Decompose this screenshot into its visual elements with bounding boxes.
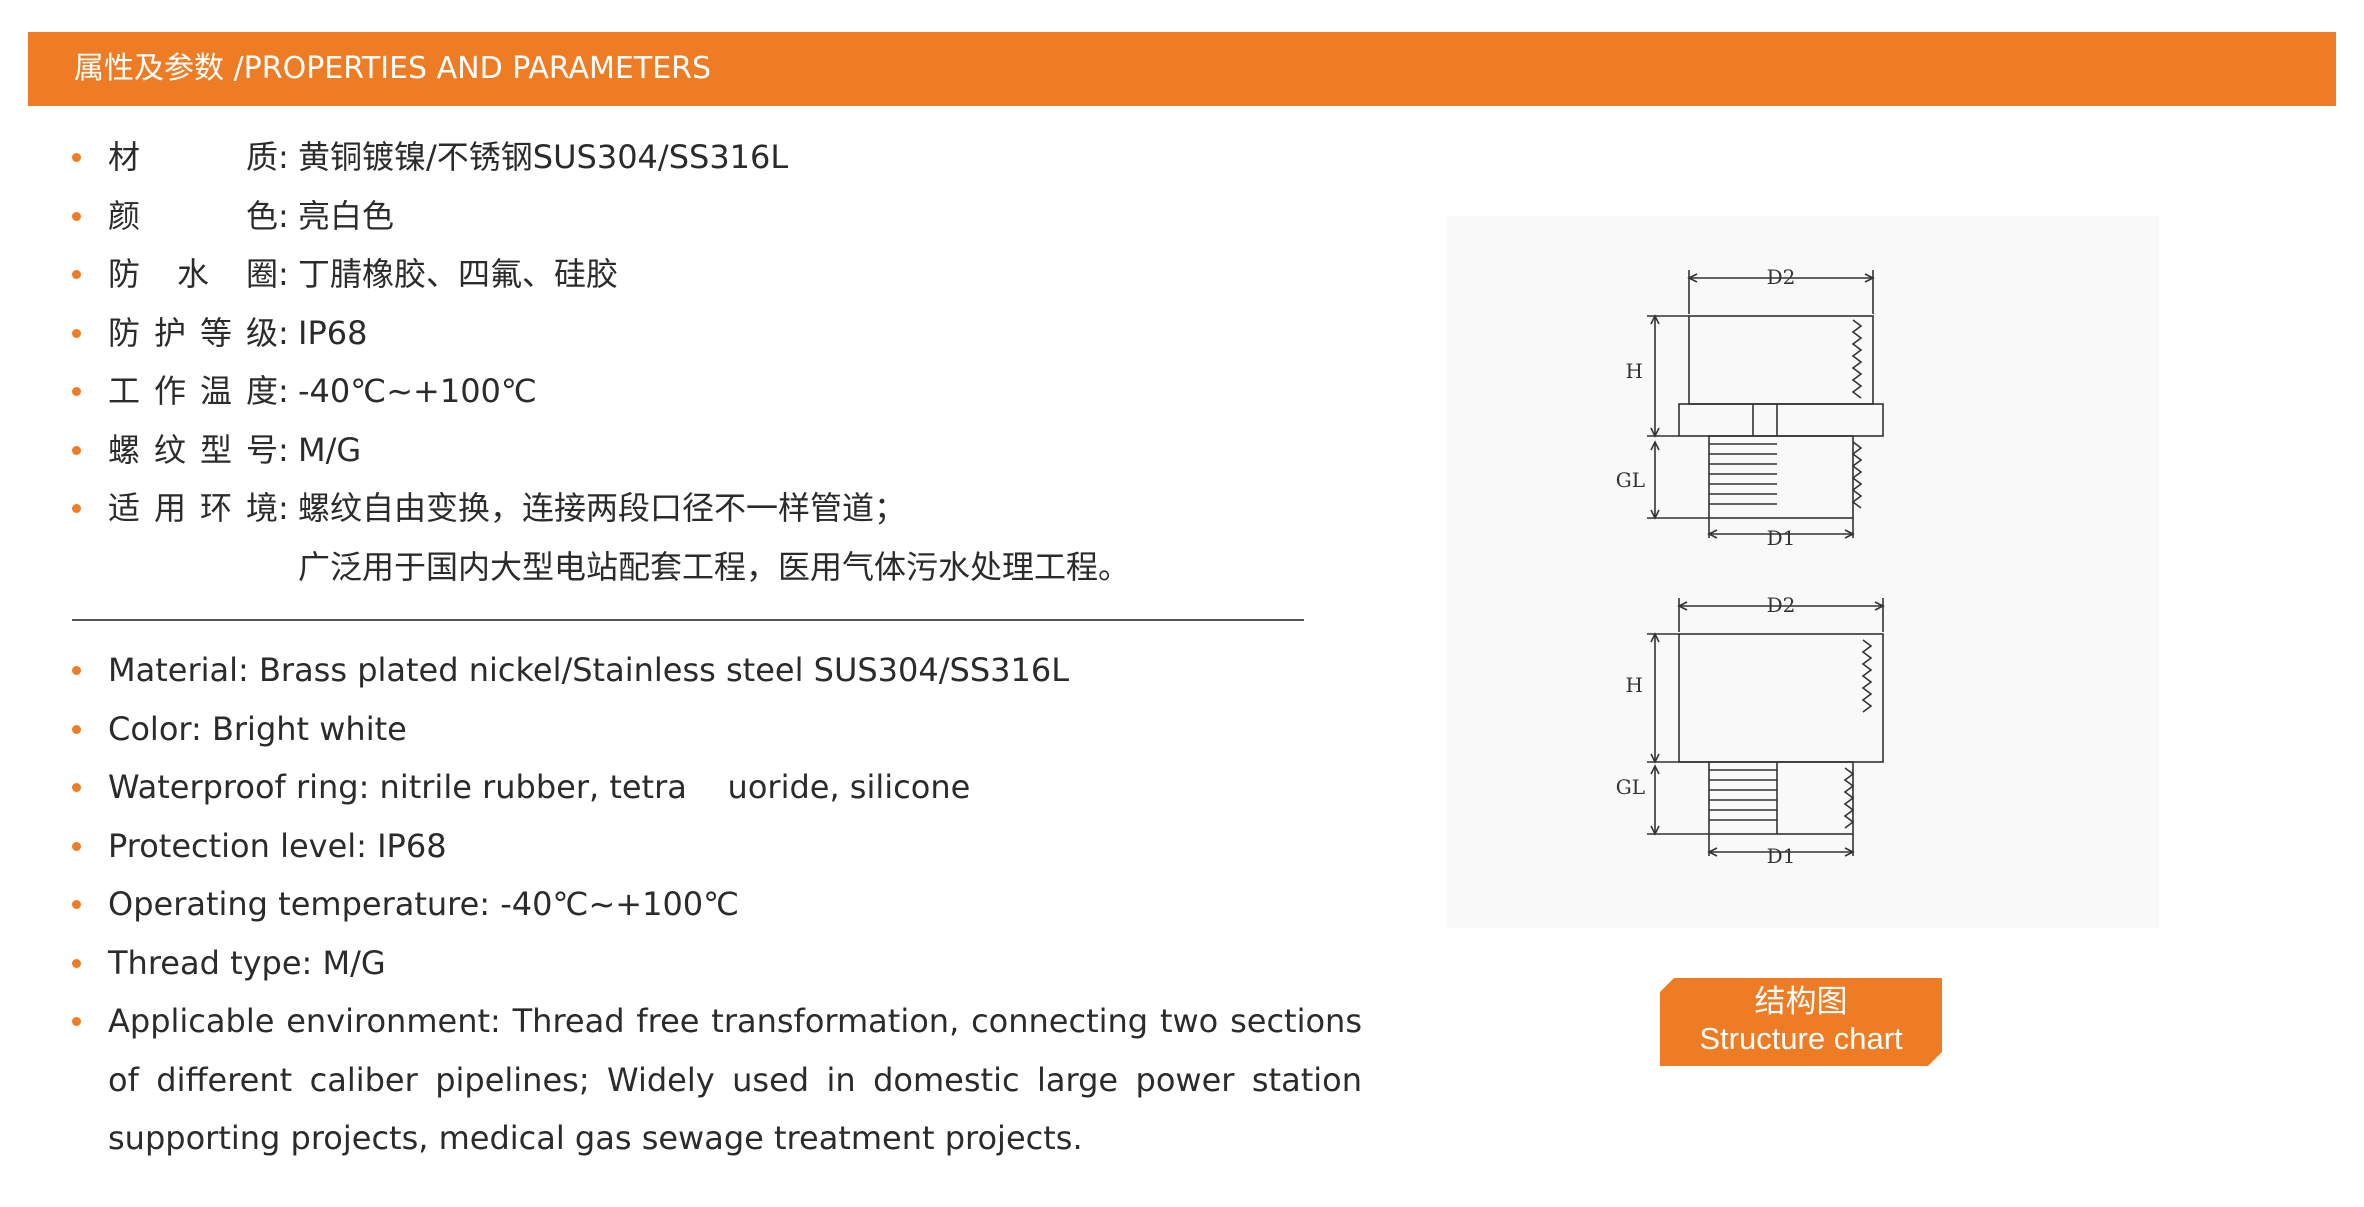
property-label: 防水圈 — [108, 255, 278, 293]
bullet-icon — [72, 211, 81, 221]
property-value: IP68 — [298, 313, 368, 352]
bullet-icon — [72, 841, 81, 851]
property-text: Operating temperature: -40℃~+100℃ — [108, 885, 740, 923]
property-value: 螺纹自由变换，连接两段口径不一样管道； — [298, 489, 907, 527]
structure-drawing-svg: D2 H GL D1 — [1616, 265, 1885, 868]
list-item: 螺纹型号 : M/G — [72, 421, 1312, 480]
property-label: 颜色 — [108, 196, 278, 235]
dim-label-gl: GL — [1616, 775, 1645, 799]
dim-label-h: H — [1626, 359, 1643, 383]
bullet-icon — [72, 328, 81, 338]
dim-label-gl: GL — [1616, 468, 1645, 492]
property-value: M/G — [298, 430, 362, 469]
property-value: 黄铜镀镍/不锈钢SUS304/SS316L — [298, 138, 789, 176]
dim-label-d2: D2 — [1767, 265, 1796, 289]
bullet-icon — [72, 666, 81, 676]
bullet-icon — [72, 783, 81, 793]
list-item: Thread type: M/G — [72, 934, 1362, 993]
property-label: 防护等级 — [108, 313, 278, 352]
list-item: 防护等级 : IP68 — [72, 304, 1312, 363]
bullet-icon — [72, 153, 81, 163]
property-value: 亮白色 — [298, 196, 395, 235]
dim-label-d1: D1 — [1767, 526, 1796, 550]
list-item: 工作温度 : -40℃~+100℃ — [72, 362, 1312, 421]
list-item: 材质 : 黄铜镀镍/不锈钢SUS304/SS316L — [72, 128, 1312, 187]
drawing-top — [1647, 270, 1884, 539]
property-label: 工作温度 — [108, 372, 278, 410]
property-label: 螺纹型号 — [108, 430, 278, 469]
list-item: Protection level: IP68 — [72, 817, 1362, 876]
property-value: -40℃~+100℃ — [298, 372, 537, 410]
property-text: Material: Brass plated nickel/Stainless … — [108, 651, 1070, 689]
property-label: 适用环境 — [108, 489, 278, 527]
property-text: Color: Bright white — [108, 709, 407, 748]
bullet-icon — [72, 1017, 81, 1026]
property-value-line2: 广泛用于国内大型电站配套工程，医用气体污水处理工程。 — [298, 547, 1131, 586]
properties-list-cn: 材质 : 黄铜镀镍/不锈钢SUS304/SS316L 颜色 : 亮白色 防水圈 … — [72, 128, 1312, 596]
property-text: Waterproof ring: nitrile rubber, tetra u… — [108, 768, 971, 806]
structure-drawing: D2 H GL D1 — [1447, 216, 2159, 928]
bullet-icon — [72, 900, 81, 910]
list-item: Material: Brass plated nickel/Stainless … — [72, 641, 1362, 700]
properties-list-en: Material: Brass plated nickel/Stainless … — [72, 641, 1362, 1168]
list-item: Operating temperature: -40℃~+100℃ — [72, 875, 1362, 934]
section-title: 属性及参数 /PROPERTIES AND PARAMETERS — [74, 51, 712, 86]
bullet-icon — [72, 504, 81, 513]
list-item: 防水圈 : 丁腈橡胶、四氟、硅胶 — [72, 245, 1312, 304]
property-text: Applicable environment: Thread free tran… — [108, 1002, 1362, 1157]
dim-label-h: H — [1626, 673, 1643, 697]
list-item: 颜色 : 亮白色 — [72, 187, 1312, 246]
section-header: 属性及参数 /PROPERTIES AND PARAMETERS — [28, 32, 2336, 106]
list-item: Color: Bright white — [72, 700, 1362, 759]
list-item: Applicable environment: Thread free tran… — [72, 992, 1362, 1168]
badge-label-cn: 结构图 — [1754, 984, 1848, 1020]
dim-label-d1: D1 — [1767, 844, 1796, 868]
structure-chart-badge: 结构图 Structure chart — [1660, 978, 1942, 1066]
property-text: Protection level: IP68 — [108, 826, 447, 865]
list-item: Waterproof ring: nitrile rubber, tetra u… — [72, 758, 1362, 817]
bullet-icon — [72, 387, 81, 397]
property-value: 丁腈橡胶、四氟、硅胶 — [298, 255, 619, 293]
bullet-icon — [72, 445, 81, 455]
bullet-icon — [72, 270, 81, 280]
list-item: 适用环境 : 螺纹自由变换，连接两段口径不一样管道； 广泛用于国内大型电站配套工… — [72, 479, 1312, 596]
drawing-bottom — [1647, 598, 1885, 857]
bullet-icon — [72, 958, 81, 968]
bullet-icon — [72, 724, 81, 734]
divider — [72, 619, 1304, 621]
property-text: Thread type: M/G — [108, 943, 386, 982]
badge-label-en: Structure chart — [1699, 1021, 1903, 1056]
property-label: 材质 — [108, 138, 278, 176]
dim-label-d2: D2 — [1767, 593, 1796, 617]
